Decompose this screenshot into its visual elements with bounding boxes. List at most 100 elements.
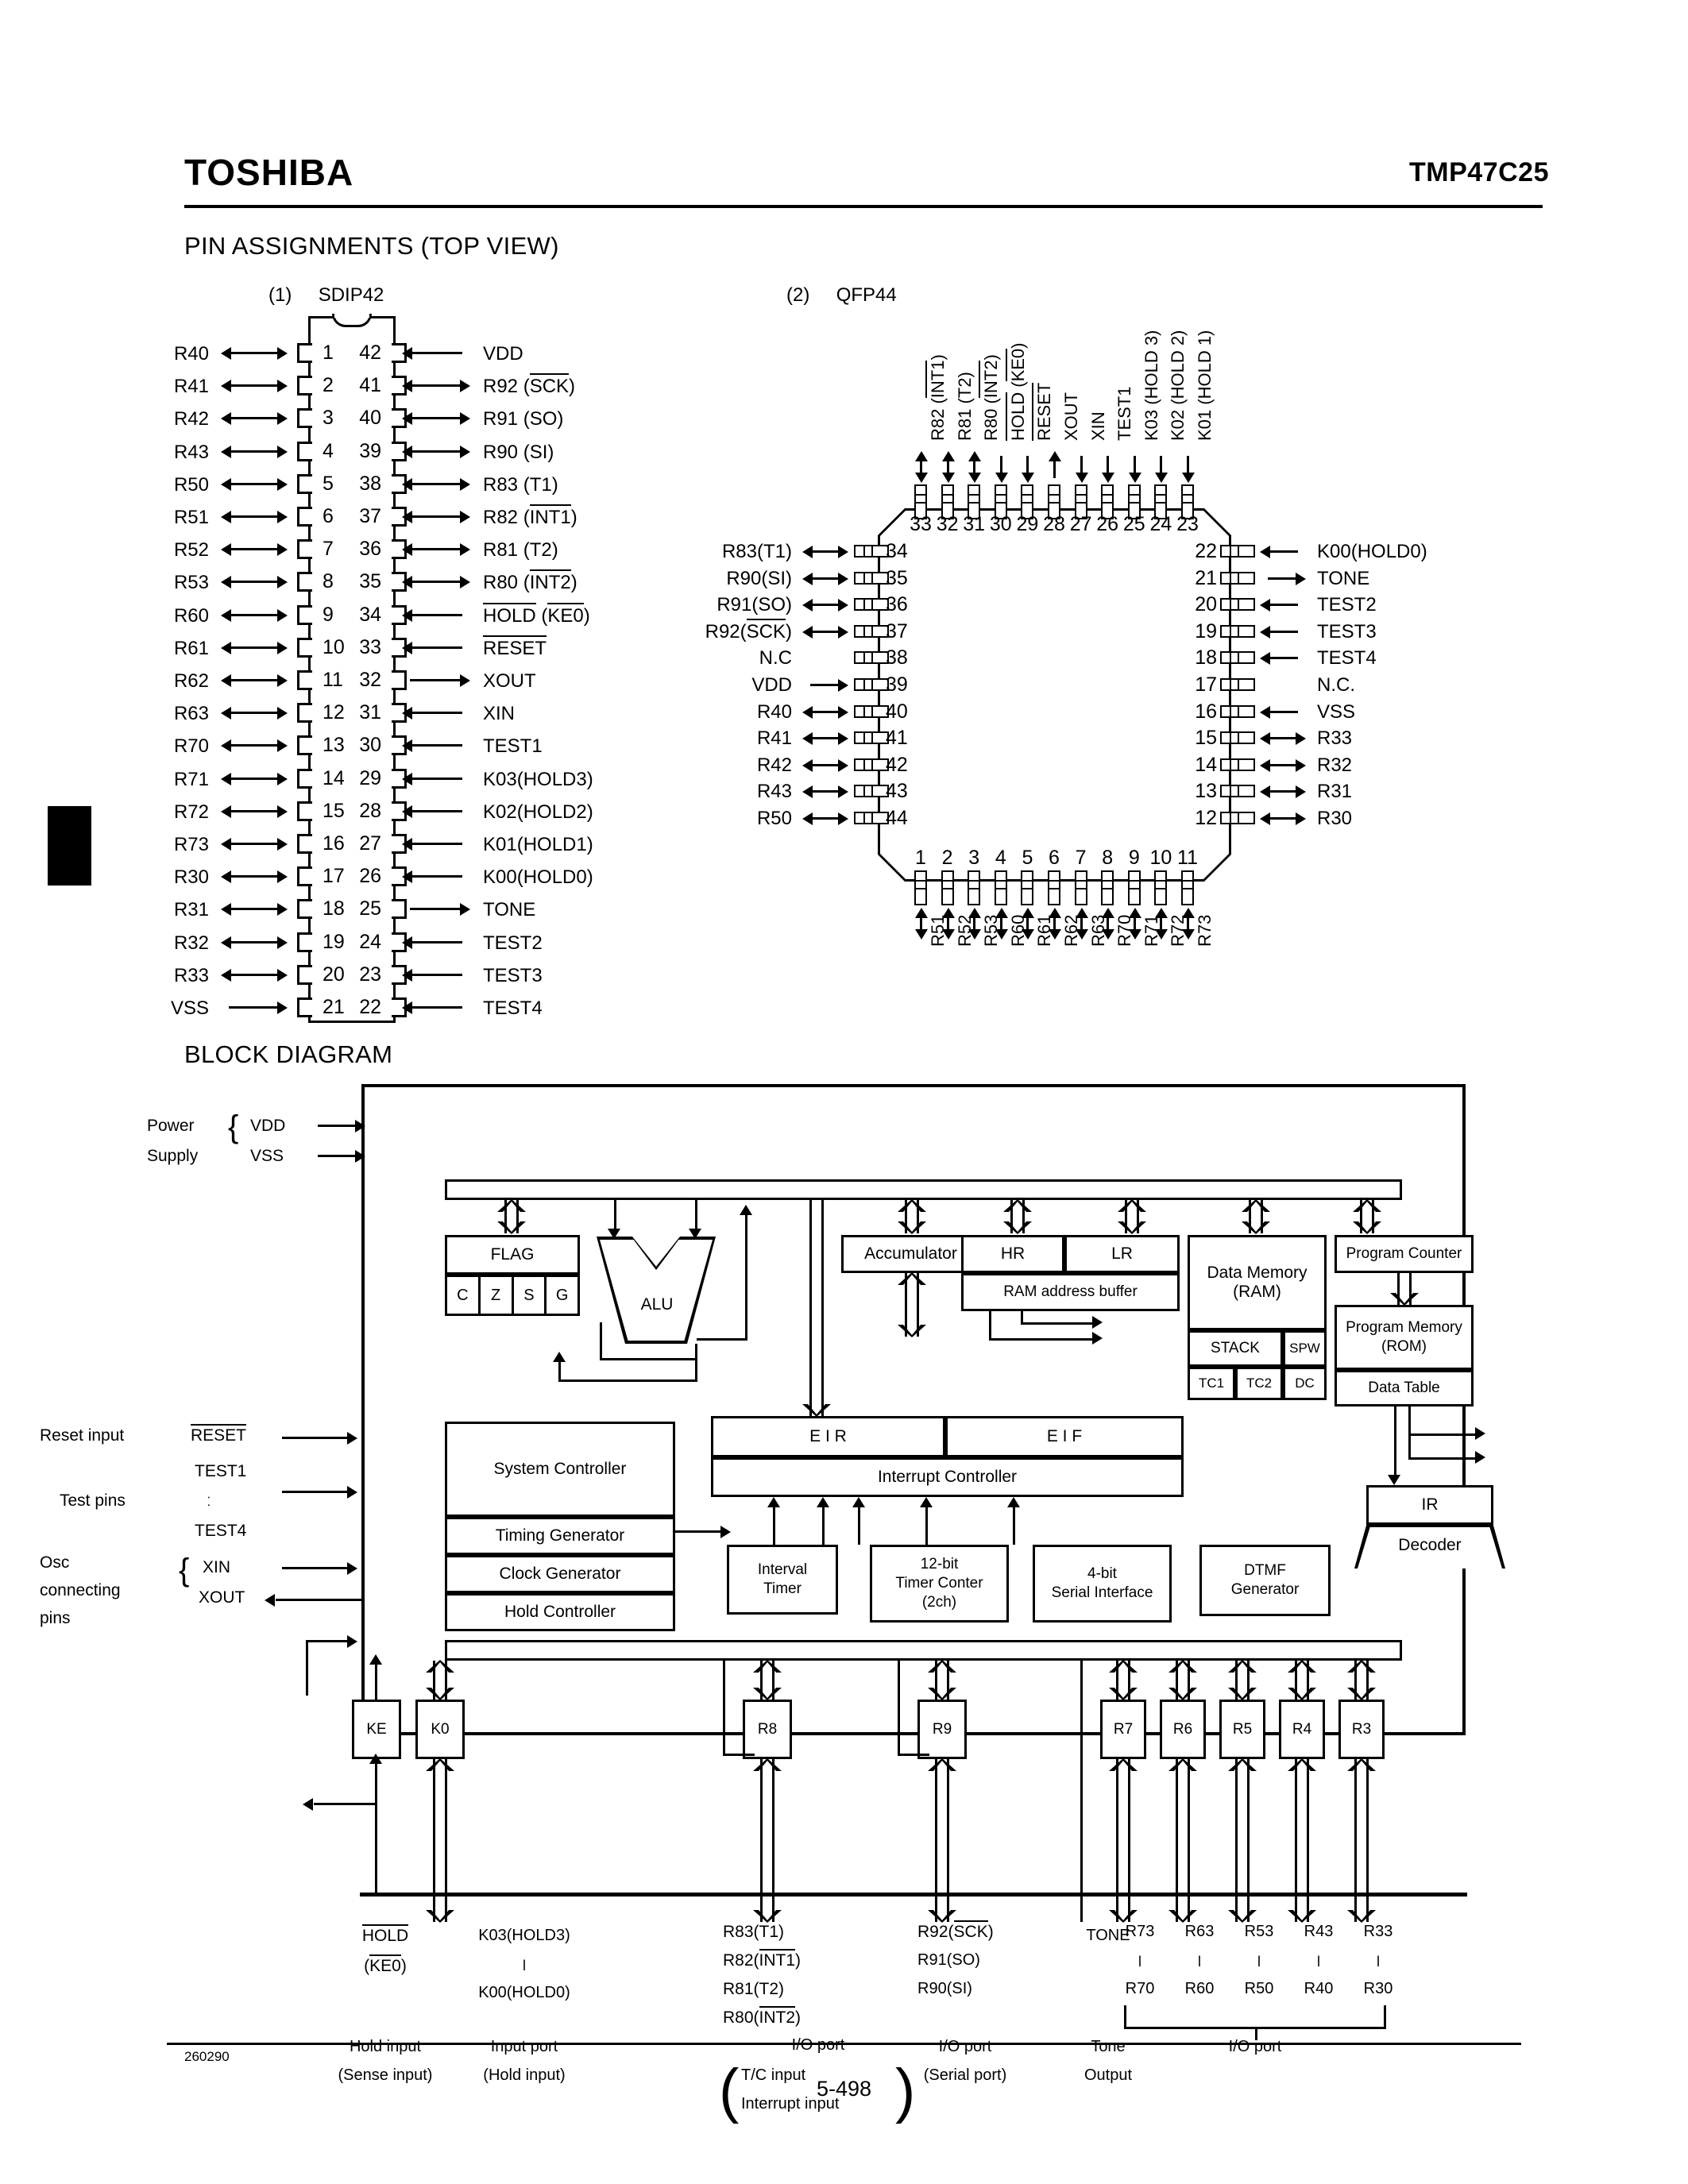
arrow-head-right bbox=[277, 870, 288, 884]
sdip-pin-arrow bbox=[402, 769, 470, 789]
vss-pin-label: VSS bbox=[250, 1147, 284, 1165]
arrow-line bbox=[229, 1006, 280, 1009]
qfp-pin-arrow bbox=[802, 728, 848, 748]
io-port-brace-stem bbox=[1255, 2029, 1257, 2040]
sdip-pin-arrow bbox=[221, 899, 288, 919]
qfp-pin-number: 41 bbox=[886, 727, 908, 750]
int-src-serial bbox=[1013, 1503, 1015, 1545]
qfp-pin-number: 27 bbox=[1069, 513, 1092, 535]
arrow-line bbox=[410, 581, 462, 584]
tg-to-timer bbox=[675, 1530, 727, 1533]
qfp-pin-label: R33 bbox=[1317, 727, 1353, 750]
ioport-tc-desc-line1: I/O port bbox=[791, 2036, 845, 2054]
arrow-head-right bbox=[277, 543, 288, 557]
port-label: R5 bbox=[1232, 1720, 1253, 1738]
qfp-caption: (2) QFP44 bbox=[786, 284, 897, 307]
signal-r8x-2: R81(T2) bbox=[723, 1980, 785, 1998]
rab-out-2 bbox=[1021, 1322, 1096, 1325]
qfp-pin-arrow bbox=[1125, 451, 1145, 483]
qfp-pin-number: 33 bbox=[910, 513, 932, 535]
overbar-text: KE0 bbox=[369, 1954, 401, 1975]
arrow-line bbox=[229, 613, 280, 616]
bus-shaft bbox=[1249, 1200, 1263, 1233]
bus-shaft bbox=[433, 1661, 447, 1700]
accumulator-label: Accumulator bbox=[864, 1244, 957, 1263]
tc2-label: TC2 bbox=[1246, 1376, 1273, 1391]
r9-feeder-h bbox=[898, 1754, 929, 1756]
qfp-lead-seg bbox=[942, 502, 952, 504]
signal-hold: HOLD bbox=[334, 1924, 437, 1946]
arrow-head-left bbox=[402, 968, 412, 982]
system-controller-block: System Controller bbox=[445, 1422, 675, 1517]
interval-timer-line: Interval bbox=[757, 1561, 808, 1578]
arrow-head-up bbox=[968, 451, 982, 461]
vdd-arrow-head bbox=[355, 1120, 365, 1133]
arrow-head-right bbox=[277, 445, 288, 458]
arrow-head-up bbox=[1182, 908, 1195, 918]
arrow-head-left bbox=[1260, 705, 1270, 719]
qfp-pin-label: R91(SO) bbox=[717, 594, 792, 616]
alu-fb-2v bbox=[695, 1344, 697, 1382]
qfp-lead-seg bbox=[1230, 626, 1231, 636]
arrow-head-right bbox=[838, 758, 848, 772]
sdip-pin-arrow bbox=[402, 965, 470, 985]
arrow-line bbox=[410, 679, 462, 681]
sdip-pin-label: R83 (T1) bbox=[483, 473, 558, 496]
arrow-head-up bbox=[1022, 908, 1035, 918]
arrow-head-down bbox=[1022, 473, 1035, 483]
arrow-head-right bbox=[277, 347, 288, 360]
arrow-head-down bbox=[915, 929, 928, 940]
bus-shaft bbox=[433, 1759, 447, 1922]
arrow-head-up bbox=[941, 451, 955, 461]
xin-line bbox=[282, 1567, 352, 1569]
qfp-pin-label: R40 bbox=[756, 700, 792, 723]
arrow-line bbox=[229, 450, 280, 453]
qfp-pin-lead bbox=[1154, 870, 1168, 905]
qfp-pin-label: TONE bbox=[1317, 567, 1370, 589]
qfp-pin-arrow bbox=[1260, 648, 1306, 668]
vss-line bbox=[318, 1155, 359, 1157]
qfp-pin-number: 38 bbox=[886, 646, 908, 669]
arrow-head-right bbox=[1296, 758, 1306, 772]
tc-brace-open: ( bbox=[719, 2057, 740, 2124]
signal-r30: R30 bbox=[1363, 1980, 1393, 1997]
qfp-pin-arrow bbox=[1125, 908, 1145, 940]
qfp-pin-lead bbox=[1220, 704, 1255, 718]
hold-in-v bbox=[306, 1640, 308, 1696]
qfp-lead-seg bbox=[1129, 880, 1139, 882]
qfp-pin-arrow bbox=[802, 755, 848, 775]
inputport-desc-line1: Input port bbox=[490, 2038, 558, 2055]
qfp-pin-lead bbox=[854, 731, 889, 745]
port-label: K0 bbox=[431, 1720, 450, 1738]
arrow-head-right bbox=[1296, 785, 1306, 799]
qfp-pin-lead bbox=[1101, 484, 1114, 519]
test4-label: TEST4 bbox=[195, 1522, 247, 1540]
overbar-text: HOLD bbox=[361, 1924, 409, 1945]
port-out-r3 bbox=[1347, 1758, 1376, 1923]
arrow-line bbox=[1187, 456, 1189, 478]
part-number: TMP47C25 bbox=[1409, 157, 1549, 187]
qfp-pin-label: R80 (INT2) bbox=[979, 354, 1002, 441]
qfp-lead-seg bbox=[1022, 888, 1033, 889]
arrow-line bbox=[410, 384, 462, 388]
arrow-head-right bbox=[460, 445, 470, 458]
sdip-pin-lead bbox=[297, 964, 312, 985]
dc-label: DC bbox=[1295, 1376, 1315, 1391]
arrow-line bbox=[1107, 456, 1110, 478]
arrow-head-left bbox=[221, 445, 231, 458]
qfp-pin-number: 10 bbox=[1149, 847, 1172, 869]
sdip-pin-arrow bbox=[402, 997, 470, 1017]
overbar-text: HOLD bbox=[483, 602, 536, 627]
arrow-line bbox=[229, 908, 280, 911]
qfp-lead-seg bbox=[1156, 888, 1166, 889]
reset-signal-label: RESET bbox=[191, 1424, 247, 1445]
arrow-head-right bbox=[838, 679, 848, 692]
signal-r43: R43 bbox=[1304, 1923, 1334, 1940]
qfp-lead-seg bbox=[1238, 706, 1239, 716]
signal-r8x-0: R83(T1) bbox=[723, 1923, 785, 1941]
arrow-head-up bbox=[1049, 451, 1061, 461]
arrow-line bbox=[810, 630, 840, 633]
arrow-head-left bbox=[402, 543, 412, 557]
io-port-brace bbox=[1124, 2005, 1386, 2029]
timer-counter-line: Timer Conter bbox=[895, 1575, 983, 1592]
